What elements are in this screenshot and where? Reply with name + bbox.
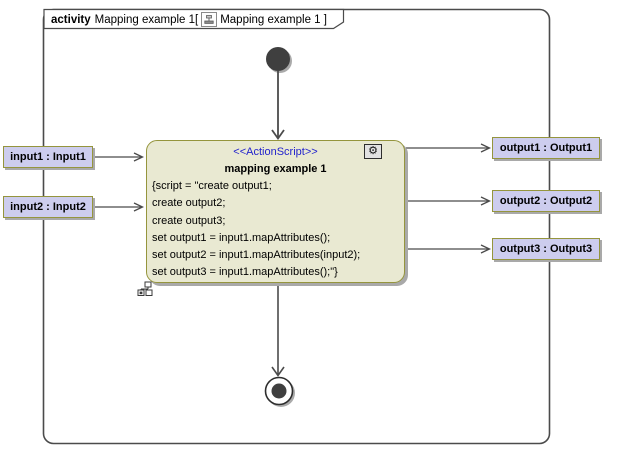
action-node-mapping-example-1[interactable]: <<ActionScript>> mapping example 1 {scri…	[137, 140, 405, 296]
pin-label: output1 : Output1	[499, 142, 593, 154]
action-name: mapping example 1	[224, 163, 327, 175]
arrowhead-input1	[133, 152, 145, 162]
script-line: create output2;	[152, 197, 226, 210]
output-pin-output2[interactable]: output2 : Output2	[492, 190, 600, 212]
arrowhead-output2	[480, 196, 492, 206]
initial-node[interactable]	[266, 47, 290, 71]
arrowhead-initial-to-action	[271, 129, 285, 141]
script-line: set output2 = input1.mapAttributes(input…	[152, 249, 361, 262]
frame-keyword: activity	[51, 13, 91, 26]
pin-label: input2 : Input2	[10, 201, 86, 213]
arrowhead-action-to-final	[271, 366, 285, 377]
frame-title: activity Mapping example 1[ Mapping exam…	[51, 11, 327, 28]
activity-final-node-core	[271, 383, 287, 399]
gear-icon[interactable]: ⚙	[364, 144, 382, 159]
output-pin-output3[interactable]: output3 : Output3	[492, 238, 600, 260]
frame-title-pentagon[interactable]	[43, 8, 345, 30]
arrowhead-input2	[133, 202, 145, 212]
output-pin-output1[interactable]: output1 : Output1	[492, 137, 600, 159]
arrowhead-output1	[480, 143, 492, 153]
frame-diagram-name: Mapping example 1 ]	[220, 13, 327, 26]
action-stereotype: <<ActionScript>>	[233, 146, 318, 158]
script-line: set output1 = input1.mapAttributes();	[152, 231, 331, 244]
gear-glyph: ⚙	[368, 145, 378, 157]
input-pin-input2[interactable]: input2 : Input2	[3, 196, 93, 218]
arrowhead-output3	[480, 244, 492, 254]
script-line: set output3 = input1.mapAttributes();"}	[152, 266, 338, 279]
pin-label: output2 : Output2	[499, 195, 593, 207]
activity-diagram-icon	[201, 12, 218, 27]
input-pin-input1[interactable]: input1 : Input1	[3, 146, 93, 168]
frame-activity-name: Mapping example 1[	[94, 13, 199, 26]
decomposition-rake-icon	[137, 281, 153, 296]
pin-label: output3 : Output3	[499, 243, 593, 255]
pin-label: input1 : Input1	[10, 151, 86, 163]
script-line: create output3;	[152, 214, 226, 227]
script-line: {script = "create output1;	[152, 180, 272, 192]
